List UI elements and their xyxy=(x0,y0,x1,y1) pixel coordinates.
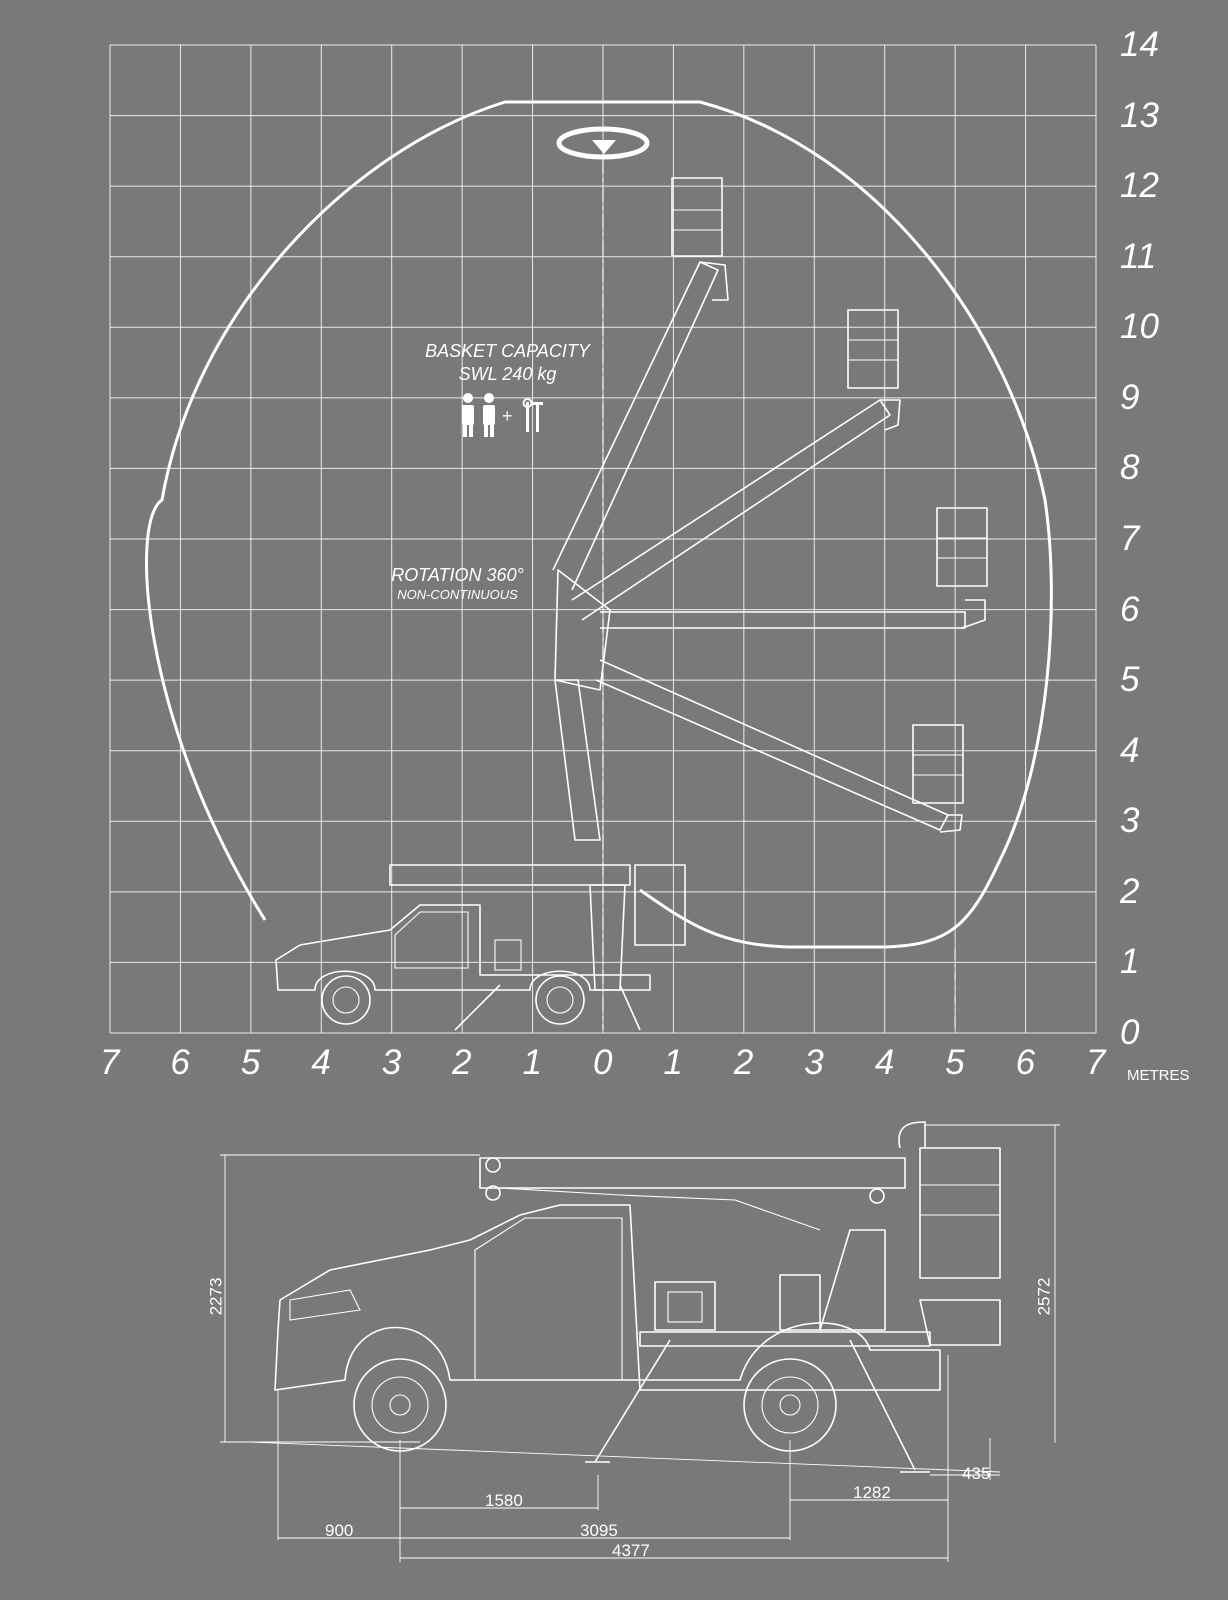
outreach-tick-label: 2 xyxy=(452,1043,472,1082)
outreach-tick-label: 3 xyxy=(804,1043,824,1082)
rotation-subtitle: NON-CONTINUOUS xyxy=(397,586,518,602)
height-tick-label: 7 xyxy=(1120,519,1140,558)
outreach-tick-label: 7 xyxy=(1086,1043,1106,1082)
outreach-tick-label: 4 xyxy=(311,1043,331,1082)
height-tick-label: 5 xyxy=(1120,660,1140,700)
height-tick-label: 9 xyxy=(1120,377,1140,417)
svg-text:+: + xyxy=(502,406,513,426)
rear-overhang-dimension: 1282 xyxy=(853,1483,891,1502)
outreach-tick-label: 5 xyxy=(945,1043,965,1082)
height-tick-label: 11 xyxy=(1120,236,1157,276)
height-tick-label: 14 xyxy=(1120,25,1159,64)
height-tick-label: 3 xyxy=(1120,801,1140,841)
boom-positions xyxy=(389,177,988,1031)
truck-side-view-large xyxy=(274,1121,1001,1473)
basket-capacity-title: BASKET CAPACITY xyxy=(425,341,590,361)
outreach-tick-label: 1 xyxy=(663,1043,683,1082)
height-tick-label: 0 xyxy=(1120,1013,1140,1052)
outreach-tick-label: 6 xyxy=(1015,1043,1036,1082)
rotation-title: ROTATION 360° xyxy=(391,565,524,585)
outreach-tick-label: 1 xyxy=(522,1043,543,1082)
height-tick-label: 6 xyxy=(1120,589,1140,629)
working-envelope-diagram: + xyxy=(109,44,1097,1034)
front-overhang-dimension: 900 xyxy=(325,1521,354,1540)
height-tick-label: 4 xyxy=(1120,730,1140,770)
height-tick-label: 2 xyxy=(1120,871,1140,911)
outreach-tick-label: 5 xyxy=(240,1043,261,1082)
wheelbase-dimension: 3095 xyxy=(580,1521,618,1540)
working-envelope-curve xyxy=(145,100,1053,949)
outreach-tick-label: 0 xyxy=(593,1043,613,1082)
two-persons-plus-tools-icon: + xyxy=(462,393,543,437)
height-tick-label: 10 xyxy=(1120,307,1159,347)
dimension-lines xyxy=(220,1124,1060,1562)
height-tick-label: 8 xyxy=(1120,448,1140,488)
height-tick-label: 13 xyxy=(1120,95,1159,135)
basket-capacity-label: BASKET CAPACITY SWL 240 kg xyxy=(400,340,615,385)
height-tick-label: 12 xyxy=(1120,166,1159,206)
outreach-tick-label: 3 xyxy=(381,1043,402,1082)
rotation-arrows-icon xyxy=(556,126,650,160)
basket-capacity-swl: SWL 240 kg xyxy=(458,363,557,384)
ground-clearance-dimension: 435 xyxy=(962,1464,991,1483)
height-tick-label: 1 xyxy=(1120,942,1140,982)
truck-side-view-small xyxy=(275,904,651,1025)
outreach-tick-label: 2 xyxy=(733,1043,754,1082)
outreach-tick-label: 4 xyxy=(874,1043,895,1082)
platform-height-dimension: 2572 xyxy=(1034,1277,1054,1316)
rotation-label: ROTATION 360° NON-CONTINUOUS xyxy=(370,564,545,603)
outreach-tick-label: 6 xyxy=(170,1043,190,1082)
overall-length-dimension: 4377 xyxy=(612,1541,650,1560)
overall-height-dimension: 2273 xyxy=(206,1277,226,1316)
outreach-tick-label: 7 xyxy=(100,1043,120,1082)
units-label: METRES xyxy=(1127,1067,1190,1084)
outrigger-offset-dimension: 1580 xyxy=(485,1491,523,1510)
